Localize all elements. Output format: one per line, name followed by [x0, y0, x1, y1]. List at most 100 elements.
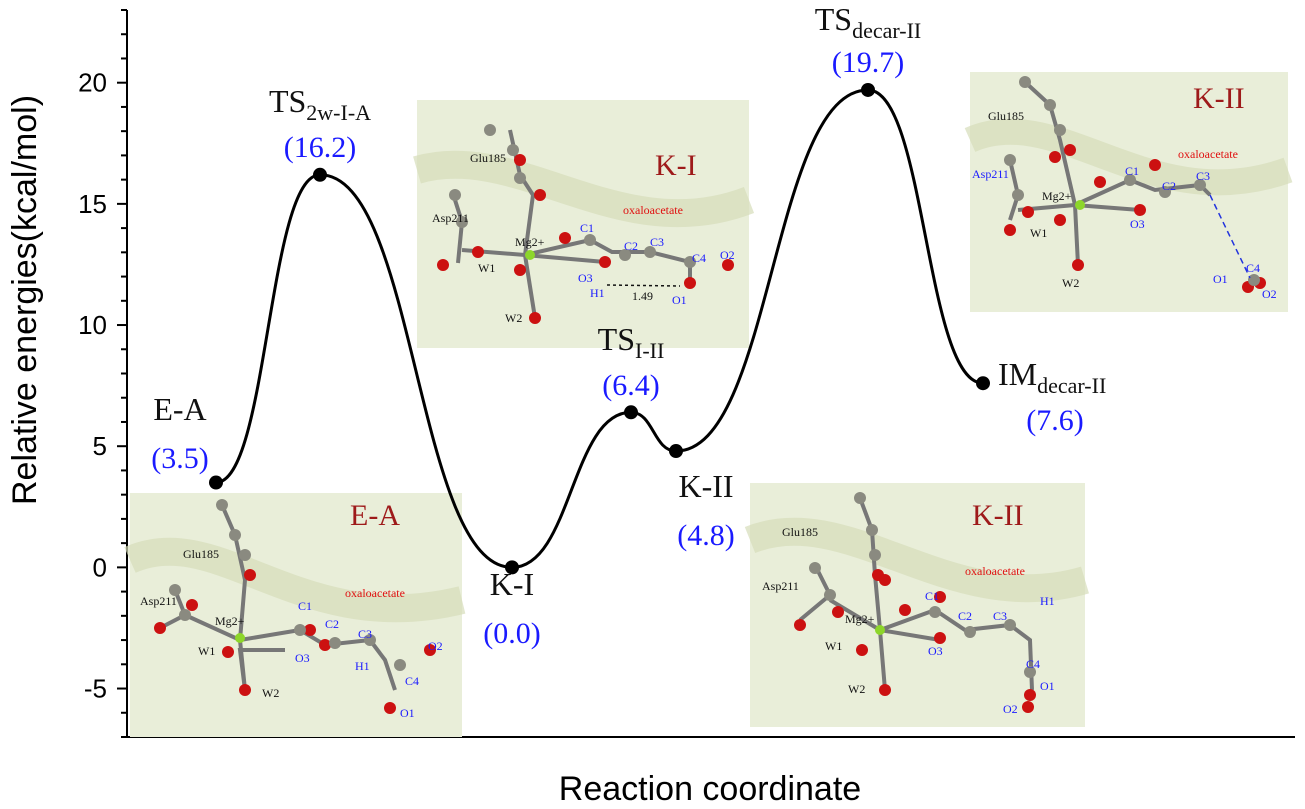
inset-k-i-atom-h1: H1 — [590, 286, 605, 300]
y-tick-label: 5 — [93, 431, 107, 461]
inset-e-a-substrate: oxaloacetate — [345, 586, 405, 600]
y-tick-label: -5 — [84, 674, 107, 704]
inset-e-a: E-A Glu185 Asp211 Mg2+ oxaloacetate C1 C… — [124, 493, 466, 737]
inset-k-ii-bottom-metal — [875, 625, 885, 635]
inset-k-i-hbond — [606, 284, 681, 287]
point-name-label: TSdecar-II — [815, 1, 922, 43]
structure-insets: E-A Glu185 Asp211 Mg2+ oxaloacetate C1 C… — [124, 72, 1293, 737]
point-labels: E-A(3.5)TS2w-I-A(16.2)K-I(0.0)TSI-II(6.4… — [151, 1, 1106, 650]
inset-k-i-title: K-I — [655, 149, 697, 182]
inset-k-ii-top-atom-w1: W1 — [1030, 226, 1047, 240]
point-name-label: K-I — [490, 566, 534, 602]
inset-k-ii-top-atom-c2: C2 — [1162, 179, 1176, 193]
inset-k-ii-bottom-atom-c4: C4 — [1026, 657, 1040, 671]
inset-k-i-distance: 1.49 — [632, 289, 653, 303]
inset-e-a-title: E-A — [350, 499, 400, 532]
inset-e-a-atom-o1: O1 — [400, 706, 415, 720]
inset-k-ii-top-atom-o2: O2 — [1262, 287, 1277, 301]
inset-k-ii-bottom-atom-c2: C2 — [958, 609, 972, 623]
inset-k-i-metal — [525, 250, 535, 260]
inset-k-ii-top-title: K-II — [1193, 82, 1245, 115]
inset-k-ii-bottom-atom-h1: H1 — [1040, 594, 1055, 608]
inset-k-ii-top-metal — [1075, 200, 1085, 210]
inset-k-ii-top-residue-1: Glu185 — [988, 109, 1024, 123]
point-value-label: (4.8) — [677, 519, 734, 552]
inset-k-i-carbons — [449, 124, 696, 268]
point-name-label: K-II — [678, 468, 733, 504]
inset-e-a-metal — [235, 633, 245, 643]
inset-k-ii-top-atom-c3: C3 — [1196, 169, 1210, 183]
inset-e-a-ribbon — [124, 537, 466, 623]
x-axis-title: Reaction coordinate — [559, 770, 861, 808]
inset-k-i: K-I Glu185 Asp211 Mg2+ oxaloacetate C1 C… — [413, 100, 755, 348]
stationary-points — [209, 82, 990, 575]
inset-k-i-atom-c2: C2 — [624, 239, 638, 253]
inset-k-i-atom-w1: W1 — [478, 261, 495, 275]
inset-k-ii-bottom-residue-1: Glu185 — [782, 525, 818, 539]
inset-k-ii-top-residue-2: Asp211 — [972, 167, 1009, 181]
y-tick-label: 20 — [78, 68, 107, 98]
inset-k-i-atom-w2: W2 — [505, 311, 522, 325]
inset-k-ii-bottom-atom-o1: O1 — [1040, 679, 1055, 693]
y-axis-title: Relative energies(kcal/mol) — [6, 95, 44, 505]
inset-e-a-oxygens — [154, 569, 436, 714]
inset-k-ii-bottom-oxygens — [794, 569, 1036, 713]
inset-k-ii-top-carbons — [1004, 76, 1260, 286]
inset-e-a-atom-w1: W1 — [198, 644, 215, 658]
inset-k-ii-bottom-ribbon — [744, 517, 1089, 603]
inset-k-i-atom-o2: O2 — [720, 248, 735, 262]
inset-k-ii-bottom-atom-w2: W2 — [848, 682, 865, 696]
inset-k-ii-top-metal-label: Mg2+ — [1042, 189, 1072, 203]
inset-k-ii-top-atom-c4: C4 — [1246, 261, 1260, 275]
inset-k-i-substrate: oxaloacetate — [623, 203, 683, 217]
point-name-label: IMdecar-II — [998, 356, 1106, 398]
inset-k-i-atom-o1: O1 — [672, 293, 687, 307]
inset-k-i-ribbon — [413, 150, 755, 228]
inset-k-ii-bottom: K-II Glu185 Asp211 Mg2+ oxaloacetate C1 … — [744, 483, 1089, 727]
inset-k-ii-bottom-atom-o3: O3 — [928, 644, 943, 658]
inset-k-ii-bottom-atom-c1: C1 — [925, 589, 939, 603]
point-value-label: (3.5) — [151, 442, 208, 475]
point-marker — [313, 167, 327, 182]
inset-k-ii-top-atom-c1: C1 — [1125, 164, 1139, 178]
inset-e-a-atom-w2: W2 — [262, 686, 279, 700]
point-marker — [505, 560, 519, 575]
y-tick-label: 10 — [78, 310, 107, 340]
inset-e-a-atom-c1: C1 — [298, 599, 312, 613]
inset-k-ii-top-ribbon — [964, 118, 1293, 196]
inset-k-ii-bottom-title: K-II — [972, 499, 1024, 532]
inset-k-ii-bottom-carbons — [809, 492, 1036, 678]
inset-e-a-atom-o3: O3 — [295, 651, 310, 665]
point-marker — [976, 376, 990, 391]
inset-e-a-residue-2: Asp211 — [140, 594, 177, 608]
inset-e-a-atom-c4: C4 — [405, 674, 419, 688]
inset-k-ii-bottom-atom-c3: C3 — [993, 609, 1007, 623]
point-value-label: (7.6) — [1026, 404, 1083, 437]
inset-k-i-residue-1: Glu185 — [470, 151, 506, 165]
inset-k-ii-top-atom-o1: O1 — [1213, 272, 1228, 286]
point-name-label: TS2w-I-A — [269, 83, 371, 125]
inset-k-ii-top-atom-o3: O3 — [1130, 217, 1145, 231]
inset-k-ii-top-cleaving-bond — [1209, 194, 1251, 279]
inset-e-a-metal-label: Mg2+ — [215, 614, 245, 628]
inset-e-a-residue-1: Glu185 — [183, 547, 219, 561]
y-tick-label: 0 — [93, 552, 107, 582]
point-marker — [624, 405, 638, 420]
point-value-label: (19.7) — [832, 46, 904, 79]
point-name-label: E-A — [153, 391, 206, 427]
inset-k-i-atom-o3: O3 — [578, 271, 593, 285]
point-value-label: (0.0) — [483, 617, 540, 650]
inset-k-ii-bottom-atom-w1: W1 — [825, 639, 842, 653]
inset-k-ii-bottom-atom-o2: O2 — [1003, 702, 1018, 716]
inset-k-i-oxygens — [437, 154, 734, 324]
inset-k-ii-top-atom-w2: W2 — [1062, 276, 1079, 290]
point-marker — [209, 475, 223, 490]
inset-k-i-atom-c1: C1 — [580, 221, 594, 235]
point-marker — [669, 444, 683, 459]
inset-e-a-atom-c2: C2 — [325, 617, 339, 631]
inset-e-a-atom-c3: C3 — [358, 627, 372, 641]
inset-k-ii-bottom-substrate: oxaloacetate — [965, 564, 1025, 578]
inset-k-ii-top-substrate: oxaloacetate — [1178, 147, 1238, 161]
